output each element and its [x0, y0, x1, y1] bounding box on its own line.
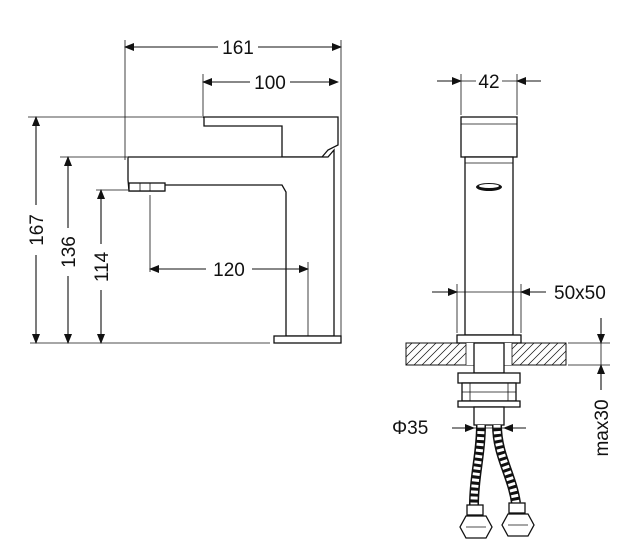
dim-max-deck: max30	[592, 399, 613, 456]
side-view: 161 100 167 136 114 120	[27, 38, 342, 344]
dim-height-total: 167	[27, 214, 48, 246]
faucet-front-silhouette	[456, 116, 522, 344]
dim-reach: 120	[213, 260, 245, 281]
dim-total-length: 161	[222, 38, 254, 59]
dim-height-outlet: 114	[92, 251, 113, 282]
mounting-nut	[457, 342, 521, 426]
flexible-hoses	[459, 424, 535, 539]
dim-height-spout: 136	[59, 236, 80, 268]
dim-shank-diameter: Φ35	[392, 418, 428, 439]
front-view: 42 50x50 Φ35 max30	[392, 72, 613, 539]
dim-spout-top: 100	[254, 73, 286, 94]
dim-base: 50x50	[554, 283, 606, 304]
dim-width: 42	[478, 72, 499, 93]
faucet-side-silhouette	[127, 116, 342, 344]
